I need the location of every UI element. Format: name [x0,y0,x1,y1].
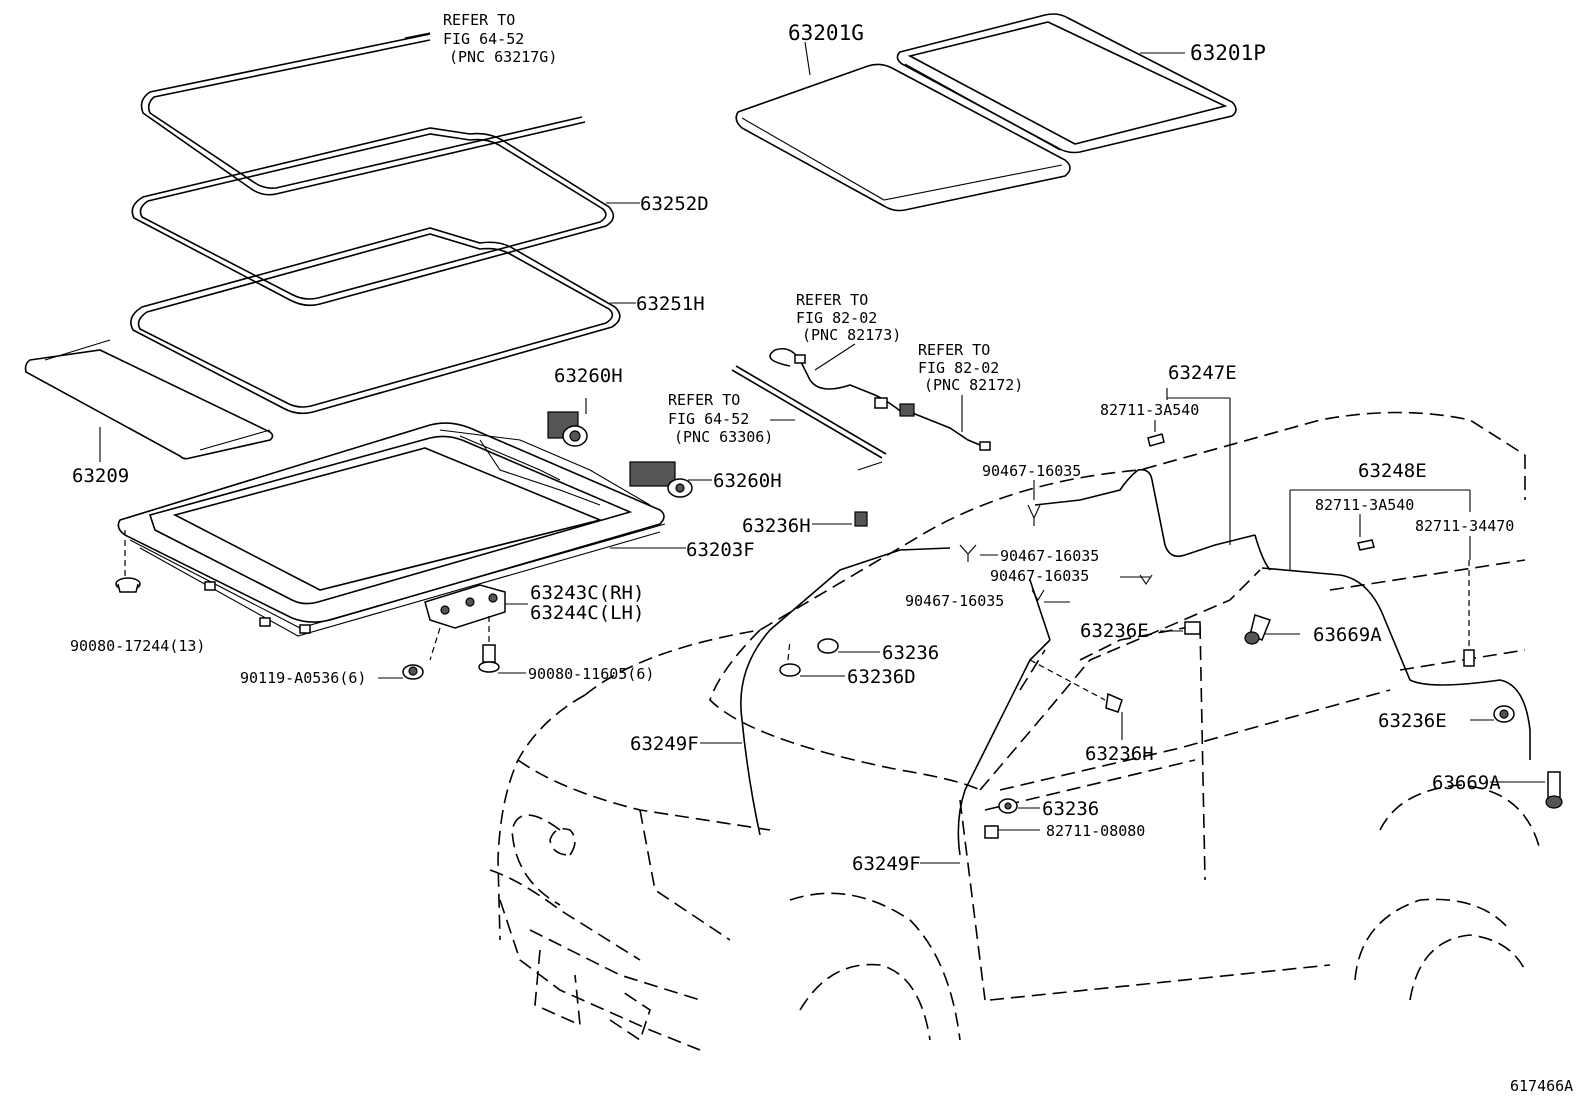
part-label-63236D: 63236D [847,666,916,688]
part-label-63236E-upper: 63236E [1080,620,1149,642]
clip-63236H-upper [854,511,868,527]
part-label-90080-17244: 90080-17244(13) [70,637,205,655]
part-label-63236H-upper: 63236H [742,515,811,537]
part-label-63249F-lower: 63249F [852,853,921,875]
part-label-63669A-upper: 63669A [1313,624,1382,646]
refer-to-label: REFER TO [443,11,515,29]
refer-to-label: REFER TO [668,391,740,409]
part-label-63236-upper: 63236 [882,642,939,664]
grommet-63236E-lower [1493,705,1515,723]
clamp-82711-34470 [1463,560,1475,667]
pnc-ref-label: (PNC 63217G) [449,48,557,66]
part-label-82711-08080: 82711-08080 [1046,822,1145,840]
part-label-63243C: 63243C(RH) [530,582,644,604]
part-label-63244C: 63244C(LH) [530,602,644,624]
part-label-63260H-upper: 63260H [554,365,623,387]
part-label-63201G: 63201G [788,21,864,45]
seal-63251H [130,227,621,415]
figure-ref-label: FIG 82-02 [918,359,999,377]
grommet-63236-lower [998,798,1018,814]
figure-ref-label: FIG 82-02 [796,309,877,327]
drain-grommet-63669A-lower [1545,771,1563,809]
bracket-63243C [424,584,506,629]
clip-63236H-lower [1029,659,1123,713]
harness-63248E [1261,567,1531,760]
grommet-63236D [779,639,801,677]
refer-to-label: REFER TO [918,341,990,359]
part-label-82711-3A540-lower: 82711-3A540 [1315,496,1414,514]
part-label-63249F-upper: 63249F [630,733,699,755]
part-label-82711-34470: 82711-34470 [1415,517,1514,535]
pnc-ref-label: (PNC 63306) [674,428,773,446]
clamp-82711-3A540-upper [1147,433,1165,447]
part-label-63201P: 63201P [1190,41,1266,65]
clamp-82711-3A540-lower [1357,539,1375,551]
clip-90467-16035-set [959,504,1153,602]
seal-63252D [131,127,615,307]
part-label-63236E-lower: 63236E [1378,710,1447,732]
part-label-63247E: 63247E [1168,362,1237,384]
figure-ref-label: FIG 64-52 [443,30,524,48]
part-label-63260H-lower: 63260H [713,470,782,492]
part-label-90467-16035-left: 90467-16035 [905,592,1004,610]
grommet-63236E-upper [1184,621,1201,635]
drain-hose-63306 [731,365,887,471]
sunroof-motor-lower [629,461,693,498]
figure-ref-label: FIG 64-52 [668,410,749,428]
part-label-90467-16035-right: 90467-16035 [990,567,1089,585]
part-label-90080-11605: 90080-11605(6) [528,665,654,683]
refer-to-label: REFER TO [796,291,868,309]
part-label-82711-3A540-upper: 82711-3A540 [1100,401,1199,419]
sunroof-motor-upper [547,411,588,447]
glass-panel-63201P [896,13,1237,154]
part-label-90119-A0536: 90119-A0536(6) [240,669,366,687]
nut-90080-17244 [115,530,141,593]
part-label-63203F: 63203F [686,539,755,561]
sunroof-frame [117,422,666,637]
pnc-ref-label: (PNC 82172) [924,376,1023,394]
glass-panel-63201G [735,63,1071,212]
bolt-90119-A0536 [402,627,441,680]
part-label-90467-16035-mid: 90467-16035 [1000,547,1099,565]
pnc-ref-label: (PNC 82173) [802,326,901,344]
harness-82172 [899,403,991,451]
harness-63249F [740,547,1051,856]
part-label-63236-lower: 63236 [1042,798,1099,820]
clamp-82711-08080 [984,825,999,839]
leader-lines [99,32,1545,864]
labels: REFER TO FIG 64-52 (PNC 63217G) 63252D 6… [70,11,1573,1095]
part-label-63251H: 63251H [636,293,705,315]
part-label-63209: 63209 [72,465,129,487]
part-label-63236H-lower: 63236H [1085,743,1154,765]
drain-grommet-63669A-upper [1244,614,1271,645]
harness-82173 [769,347,906,416]
deflector-63209 [24,339,274,460]
part-label-63669A-lower: 63669A [1432,772,1501,794]
vehicle-outline [489,411,1541,1051]
bolt-90080-11605 [478,616,500,673]
figure-number: 617466A [1510,1077,1573,1095]
part-label-63248E: 63248E [1358,460,1427,482]
grommet-63236-upper [817,638,839,654]
part-label-63252D: 63252D [640,193,709,215]
part-label-90467-16035-top: 90467-16035 [982,462,1081,480]
